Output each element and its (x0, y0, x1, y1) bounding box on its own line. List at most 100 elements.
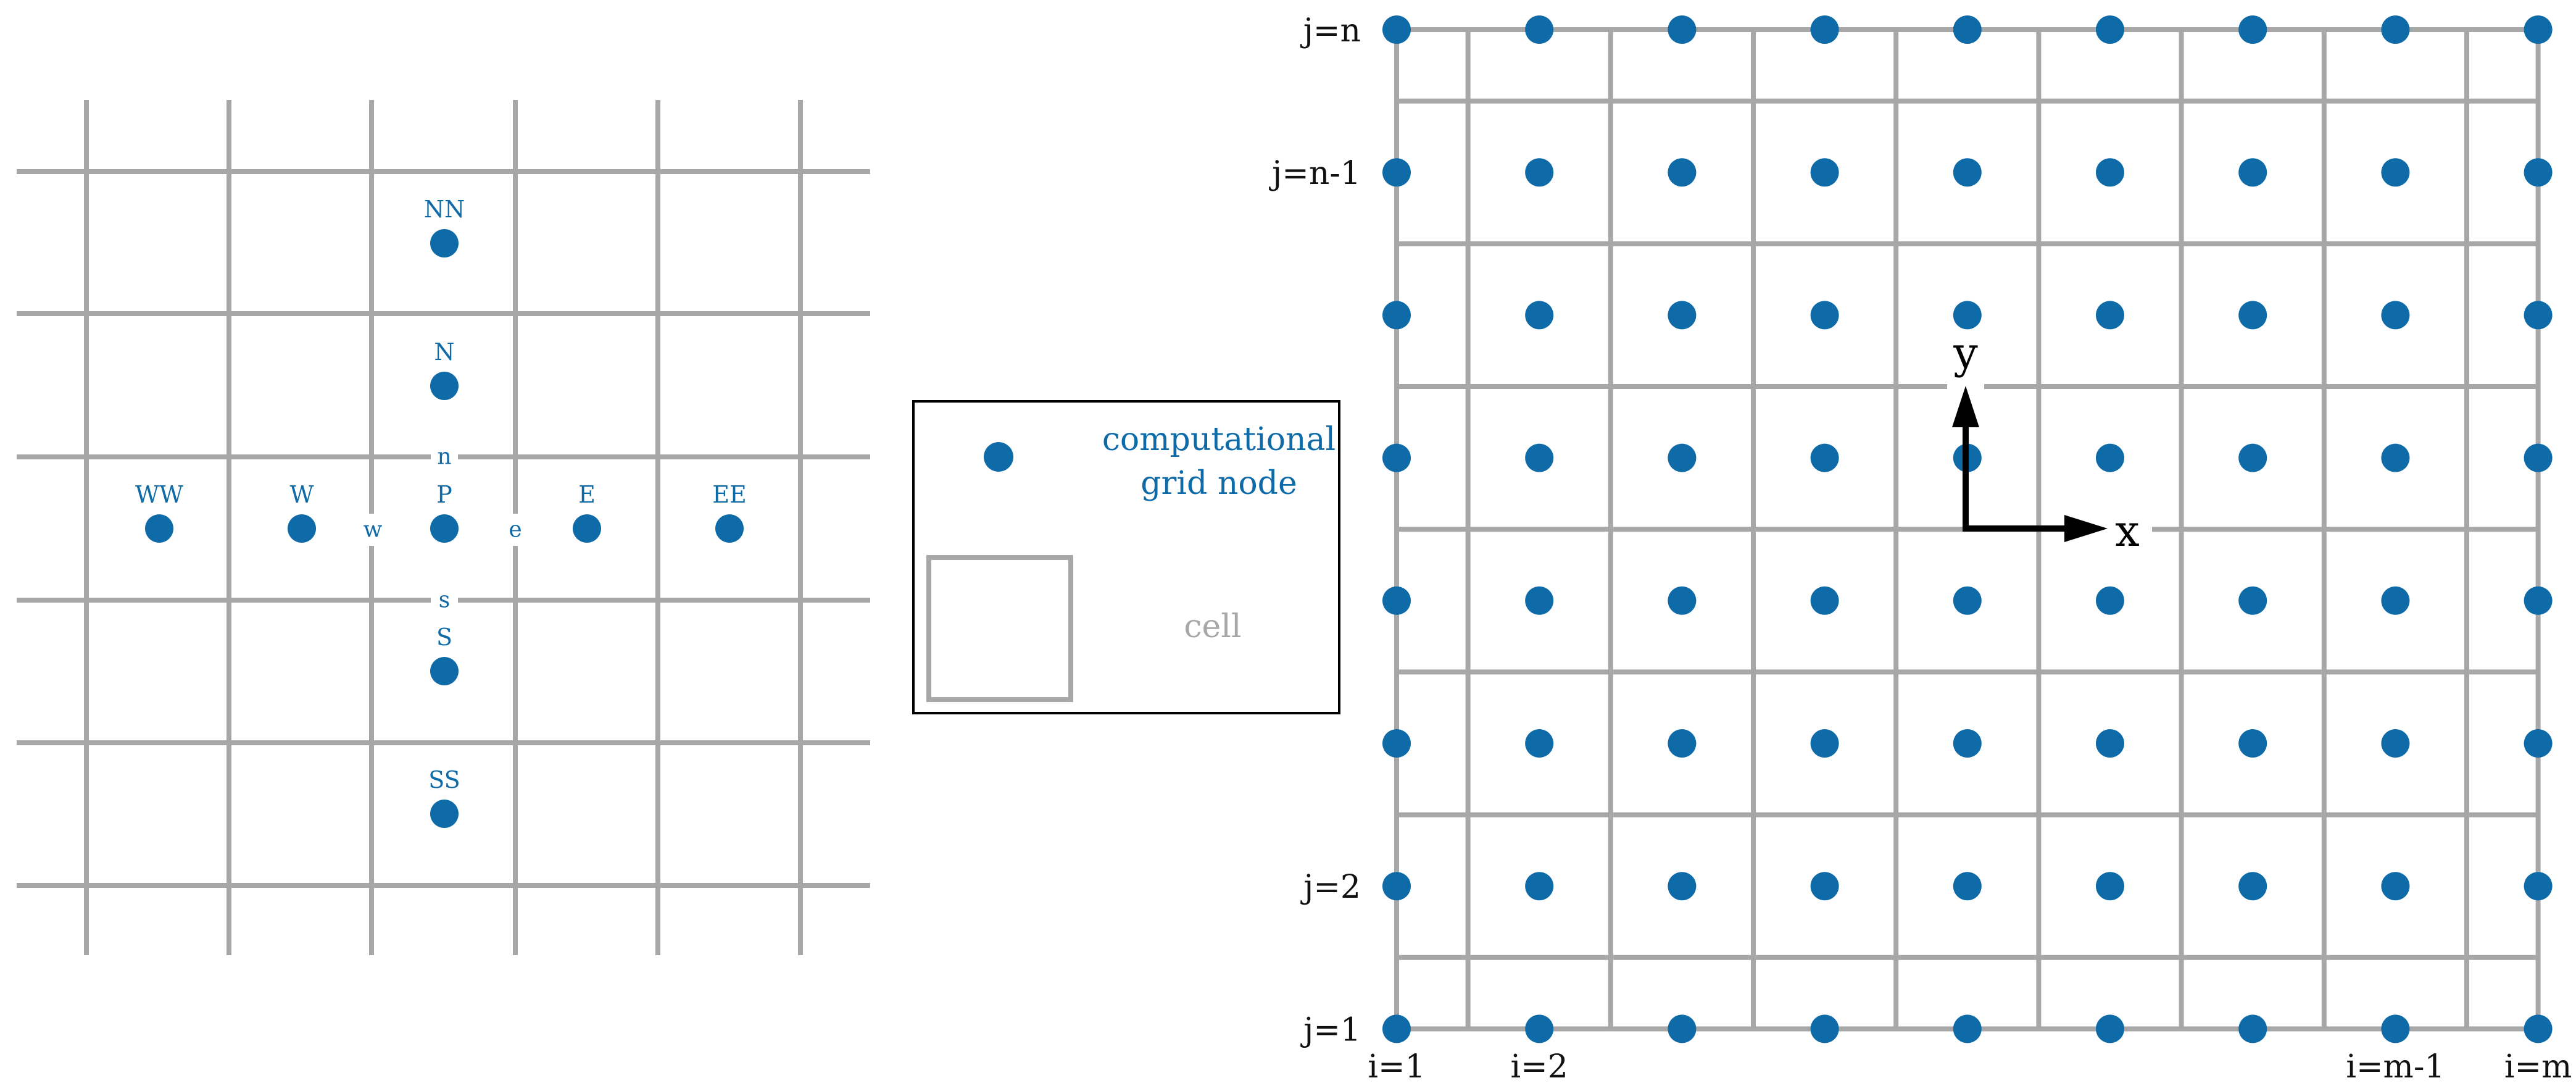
row-label: j=1 (1300, 1011, 1361, 1048)
column-label: i=1 (1368, 1048, 1425, 1085)
x-axis-arrow-head (2064, 515, 2108, 542)
face-label-w: w (364, 517, 383, 543)
row-label: j=n (1300, 12, 1361, 49)
grid-node (2524, 443, 2553, 472)
legend-cell-text: cell (1184, 608, 1241, 645)
grid-node (1525, 158, 1554, 187)
grid-node (1525, 301, 1554, 330)
grid-node (2096, 443, 2124, 472)
face-label-s: s (439, 588, 450, 613)
legend-node-marker (984, 442, 1013, 472)
grid-node (1382, 729, 1411, 758)
grid-node (1810, 443, 1839, 472)
stencil-node-EE (715, 514, 744, 543)
face-label-gap-n (431, 441, 458, 472)
grid-node (1382, 301, 1411, 330)
grid-node (2381, 872, 2410, 901)
grid-node (2238, 1014, 2267, 1043)
grid-node (1668, 15, 1697, 44)
grid-node (2238, 158, 2267, 187)
grid-node (1810, 872, 1839, 901)
grid-node (1810, 586, 1839, 615)
grid-node (2381, 443, 2410, 472)
grid-node (1382, 15, 1411, 44)
grid-node (1810, 729, 1839, 758)
stencil-node-label-EE: EE (712, 481, 746, 508)
grid-node (2524, 872, 2553, 901)
grid-node (2238, 586, 2267, 615)
grid-node (1810, 158, 1839, 187)
grid-node (1953, 158, 1982, 187)
grid-node (2096, 158, 2124, 187)
stencil-node-E (573, 514, 601, 543)
column-label: i=2 (1511, 1048, 1568, 1085)
grid-node (1525, 729, 1554, 758)
grid-node (1525, 586, 1554, 615)
grid-node (1525, 872, 1554, 901)
stencil-node-label-WW: WW (135, 481, 183, 508)
grid-node (2524, 301, 2553, 330)
grid-node (1810, 1014, 1839, 1043)
legend: computational grid node cell (912, 400, 1340, 714)
grid-node (2524, 15, 2553, 44)
face-label-gap-e (501, 514, 530, 546)
grid-node (1668, 301, 1697, 330)
grid-node (2524, 586, 2553, 615)
grid-node (1953, 872, 1982, 901)
x-axis-label: x (2115, 506, 2139, 556)
column-label: i=m-1 (2346, 1048, 2445, 1085)
grid-node (2096, 1014, 2124, 1043)
grid-node (1953, 1014, 1982, 1043)
stencil-node-label-N: N (434, 338, 454, 366)
row-label: j=2 (1300, 869, 1361, 906)
face-label-gap-s (431, 585, 458, 616)
grid-node (1668, 586, 1697, 615)
stencil-node-NN (430, 229, 459, 257)
column-label: i=m (2504, 1048, 2572, 1085)
stencil-grid-lines (17, 100, 870, 955)
grid-node (2381, 1014, 2410, 1043)
face-label-n: n (437, 445, 451, 470)
stencil-node-label-E: E (578, 481, 596, 508)
grid-node (1668, 872, 1697, 901)
grid-node (1668, 1014, 1697, 1043)
grid-node (1382, 586, 1411, 615)
grid-node (2238, 301, 2267, 330)
grid-node (1953, 301, 1982, 330)
face-label-e: e (509, 517, 521, 543)
grid-node (1810, 15, 1839, 44)
grid-node (1382, 158, 1411, 187)
stencil-node-label-S: S (436, 624, 452, 651)
grid-node (2238, 872, 2267, 901)
legend-node-text-line2: grid node (1141, 465, 1297, 502)
grid-node (2096, 729, 2124, 758)
grid-node (1525, 1014, 1554, 1043)
stencil-node-label-P: P (436, 481, 452, 508)
grid-node (1382, 1014, 1411, 1043)
stencil-node-S (430, 657, 459, 685)
grid-node (2096, 15, 2124, 44)
stencil-node-WW (145, 514, 173, 543)
grid-node (2096, 586, 2124, 615)
grid-node (2381, 729, 2410, 758)
computational-grid-lines (1394, 27, 2541, 1032)
grid-node (2524, 158, 2553, 187)
legend-node-text-line1: computational (1102, 421, 1336, 458)
grid-node (1525, 15, 1554, 44)
grid-node (1953, 15, 1982, 44)
grid-node (1382, 872, 1411, 901)
grid-node (2096, 872, 2124, 901)
stencil-node-label-W: W (289, 481, 314, 508)
computational-grid-nodes (1382, 15, 2553, 1043)
grid-node (1525, 443, 1554, 472)
grid-node (2381, 301, 2410, 330)
grid-node (1668, 729, 1697, 758)
stencil-node-SS (430, 800, 459, 828)
grid-node (1382, 443, 1411, 472)
y-axis-arrow-head (1952, 386, 1979, 427)
